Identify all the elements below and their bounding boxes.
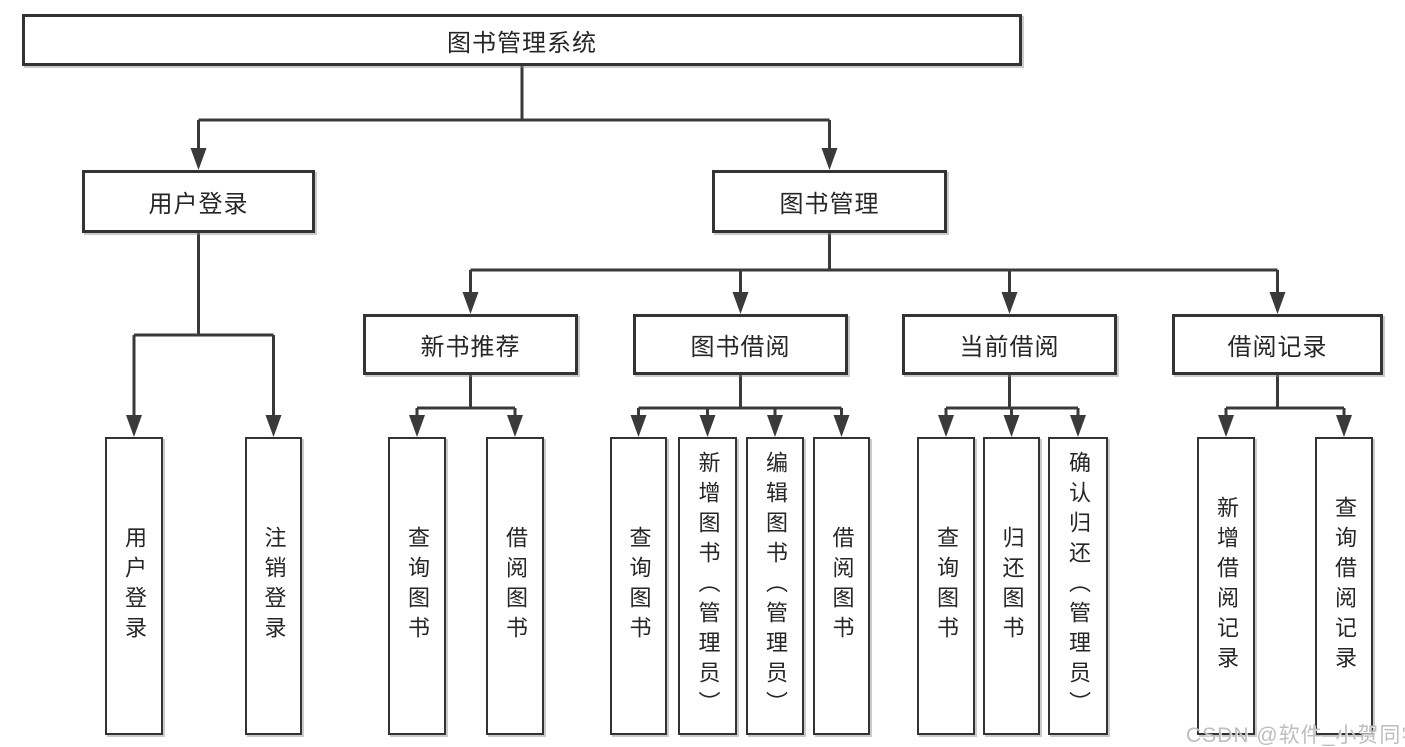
csdn-watermark: CSDN @软件_小贺同学 <box>1186 724 1405 747</box>
leaf-logout: 注销登录 <box>245 437 302 735</box>
leaf-borrow-books-recommend: 借阅图书 <box>486 437 544 735</box>
node-book-borrowing: 图书借阅 <box>633 314 848 375</box>
node-label: 图书管理系统 <box>447 29 597 57</box>
leaf-borrow-books: 借阅图书 <box>813 437 870 735</box>
node-label: 查询借阅记录 <box>1332 496 1357 676</box>
node-current-borrowing: 当前借阅 <box>902 314 1117 375</box>
node-label: 图书管理 <box>779 191 880 218</box>
node-label: 查询图书 <box>626 526 652 646</box>
leaf-user-login: 用户登录 <box>105 437 163 735</box>
node-label: 归还图书 <box>999 526 1025 646</box>
node-label: 编辑图书（管理员） <box>763 451 788 721</box>
leaf-query-books-borrow: 查询图书 <box>610 437 667 735</box>
node-borrowing-records: 借阅记录 <box>1172 314 1383 375</box>
node-label: 借阅图书 <box>503 526 528 646</box>
node-label: 查询图书 <box>405 526 430 646</box>
node-label: 确认归还（管理员） <box>1066 451 1091 721</box>
node-book-management: 图书管理 <box>712 170 947 233</box>
leaf-confirm-return-admin: 确认归还（管理员） <box>1048 437 1108 735</box>
leaf-add-borrow-record: 新增借阅记录 <box>1197 437 1255 735</box>
node-label: 新增借阅记录 <box>1214 496 1239 676</box>
node-label: 新增图书（管理员） <box>695 451 721 721</box>
node-label: 查询图书 <box>934 526 959 646</box>
node-label: 当前借阅 <box>959 334 1060 361</box>
node-label: 注销登录 <box>261 526 287 646</box>
leaf-add-books-admin: 新增图书（管理员） <box>678 437 737 735</box>
leaf-edit-books-admin: 编辑图书（管理员） <box>746 437 804 735</box>
node-label: 图书借阅 <box>690 334 791 361</box>
leaf-return-books: 归还图书 <box>983 437 1040 735</box>
node-label: 借阅记录 <box>1227 334 1328 361</box>
node-new-book-recommendation: 新书推荐 <box>363 314 578 375</box>
leaf-query-borrow-record: 查询借阅记录 <box>1315 437 1373 735</box>
node-label: 借阅图书 <box>829 526 855 646</box>
leaf-query-books-current: 查询图书 <box>917 437 975 735</box>
node-label: 用户登录 <box>122 526 147 646</box>
leaf-query-books-recommend: 查询图书 <box>388 437 446 735</box>
node-library-management-system: 图书管理系统 <box>22 14 1022 66</box>
node-label: 新书推荐 <box>420 334 521 361</box>
node-label: 用户登录 <box>148 191 249 218</box>
arrowhead-group <box>126 148 1352 437</box>
node-user-login: 用户登录 <box>82 170 315 233</box>
